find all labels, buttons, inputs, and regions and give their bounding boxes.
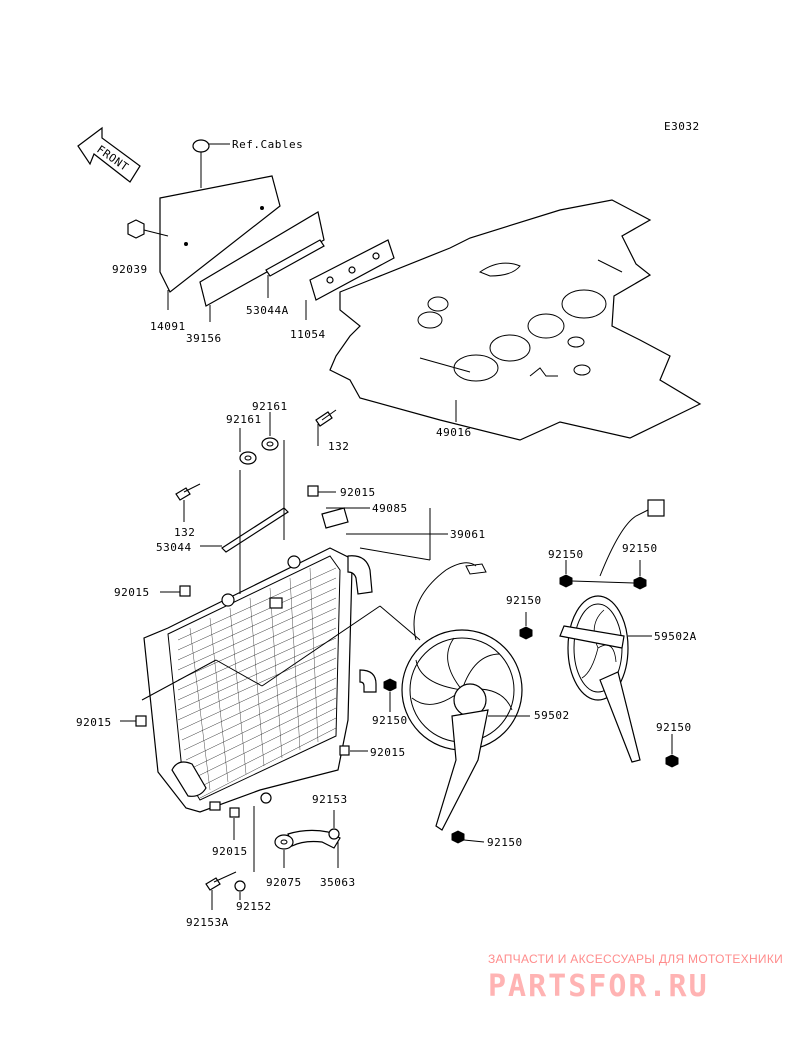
part-92015-clip-far-left[interactable] xyxy=(120,715,147,727)
callout-92150-c: 92150 xyxy=(506,594,542,607)
callout-92153A: 92153A xyxy=(186,916,229,929)
part-49016-insulator[interactable] xyxy=(329,199,702,441)
part-92039-nut[interactable] xyxy=(127,219,169,239)
part-92150-nut-e[interactable] xyxy=(665,734,679,768)
callout-59502A: 59502A xyxy=(654,630,697,643)
callout-49085: 49085 xyxy=(372,502,408,515)
callout-ref-cables: Ref.Cables xyxy=(232,138,303,151)
callout-92015-left: 92015 xyxy=(114,586,150,599)
callout-92015-right: 92015 xyxy=(370,746,406,759)
callout-59502: 59502 xyxy=(534,709,570,722)
part-92075-grommet[interactable] xyxy=(274,834,294,850)
part-92161-grommet-right[interactable] xyxy=(261,437,279,451)
callout-92161-right: 92161 xyxy=(252,400,288,413)
part-132-bolt-upper[interactable] xyxy=(315,409,337,446)
part-132-bolt-lower[interactable] xyxy=(175,483,201,522)
part-92152-collar[interactable] xyxy=(234,880,246,900)
callout-92150-e: 92150 xyxy=(656,721,692,734)
callout-11054: 11054 xyxy=(290,328,326,341)
callout-39061: 39061 xyxy=(450,528,486,541)
watermark-tagline: ЗАПЧАСТИ И АКСЕССУАРЫ ДЛЯ МОТОТЕХНИКИ xyxy=(488,952,783,966)
callout-92150-f: 92150 xyxy=(487,836,523,849)
part-92153A-bolt[interactable] xyxy=(205,871,237,910)
callout-92150-d: 92150 xyxy=(372,714,408,727)
callout-92015-upper: 92015 xyxy=(340,486,376,499)
callout-92015-bottom: 92015 xyxy=(212,845,248,858)
part-92150-nut-c[interactable] xyxy=(519,612,533,640)
callout-14091: 14091 xyxy=(150,320,186,333)
part-92150-nut-d[interactable] xyxy=(383,678,397,712)
callout-92150-b: 92150 xyxy=(622,542,658,555)
callout-53044: 53044 xyxy=(156,541,192,554)
watermark-brand: PARTSFOR.RU xyxy=(488,969,709,1004)
part-53044A-strip[interactable] xyxy=(265,239,325,277)
callout-92161-left: 92161 xyxy=(226,413,262,426)
part-39156-pad[interactable] xyxy=(199,211,325,307)
radiator-assembly[interactable] xyxy=(143,547,377,813)
callout-92153: 92153 xyxy=(312,793,348,806)
part-11054-bracket[interactable] xyxy=(309,239,395,301)
callout-92152: 92152 xyxy=(236,900,272,913)
part-39061-hose-group[interactable] xyxy=(346,508,448,561)
part-92150-nut-f[interactable] xyxy=(451,830,485,844)
part-59502A-fan[interactable] xyxy=(559,499,665,763)
part-92015-clip-upper[interactable] xyxy=(307,485,336,497)
part-92015-clip-bottom[interactable] xyxy=(229,807,240,840)
callout-92075: 92075 xyxy=(266,876,302,889)
callout-49016: 49016 xyxy=(436,426,472,439)
diagram-id: E3032 xyxy=(664,120,700,133)
part-49085-cap[interactable] xyxy=(321,507,349,529)
part-53044-strip[interactable] xyxy=(221,507,289,553)
callout-53044A: 53044A xyxy=(246,304,289,317)
callout-92150-a: 92150 xyxy=(548,548,584,561)
front-arrow-icon: FRONT xyxy=(77,126,141,183)
callout-132-lower: 132 xyxy=(174,526,195,539)
part-14091-cover[interactable] xyxy=(159,175,281,293)
part-92161-grommet-left[interactable] xyxy=(239,451,257,465)
part-92150-nut-a[interactable] xyxy=(559,560,573,588)
callout-35063: 35063 xyxy=(320,876,356,889)
callout-92015-far-left: 92015 xyxy=(76,716,112,729)
callout-132-upper: 132 xyxy=(328,440,349,453)
part-92015-clip-right[interactable] xyxy=(339,745,368,756)
part-59502-fan[interactable] xyxy=(401,562,523,831)
part-92015-clip-left[interactable] xyxy=(160,585,191,597)
part-35063-bracket[interactable] xyxy=(287,828,341,849)
ref-cables-grommet[interactable] xyxy=(192,139,230,188)
callout-92039: 92039 xyxy=(112,263,148,276)
part-92150-nut-b[interactable] xyxy=(633,560,647,590)
callout-39156: 39156 xyxy=(186,332,222,345)
